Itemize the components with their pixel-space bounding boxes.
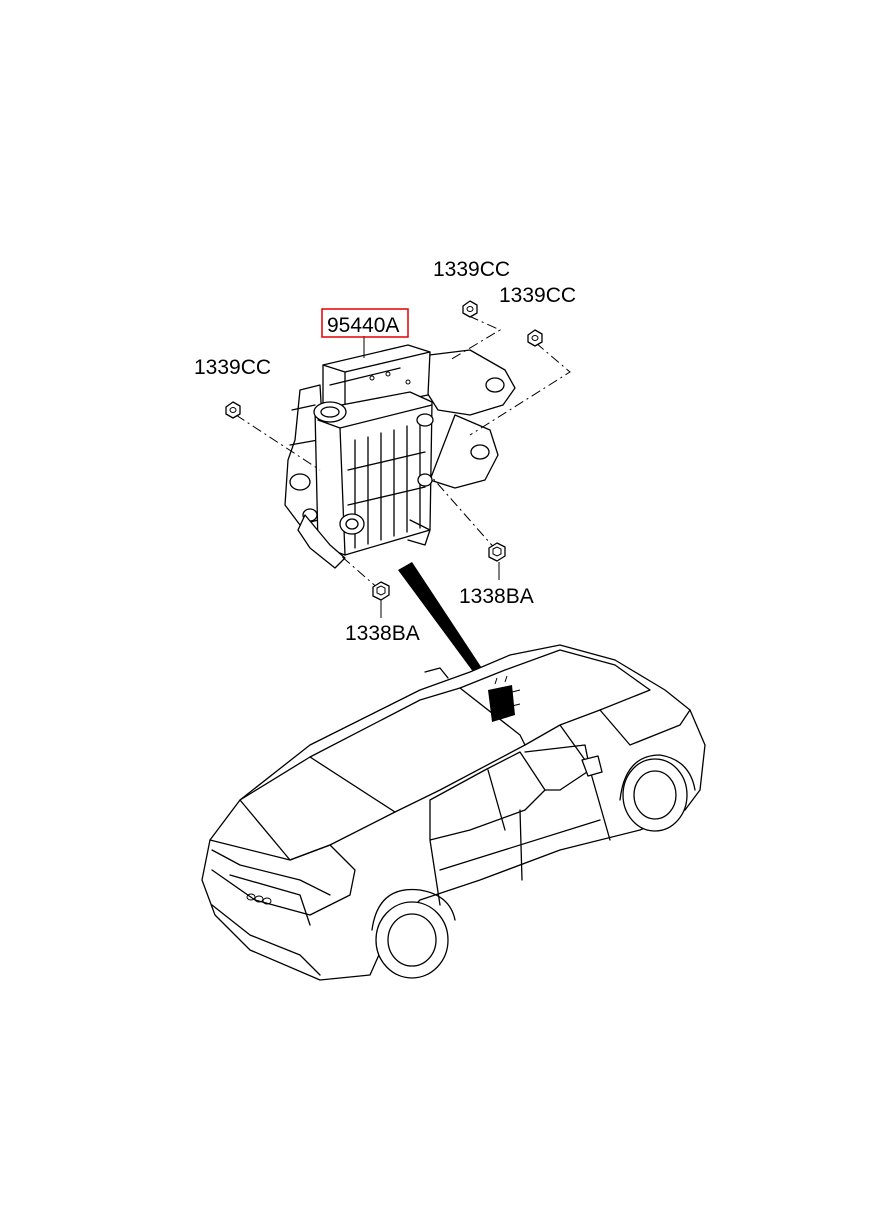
part-label-1338ba-bottom: 1338BA: [345, 622, 420, 645]
part-label-1338ba-right: 1338BA: [459, 585, 534, 608]
sedan-vehicle-icon: [201, 644, 706, 981]
part-label-95440a: 95440A: [327, 314, 399, 337]
bolt-icon: [488, 542, 506, 562]
part-number-highlight-box: [321, 308, 409, 338]
part-label-1339cc-right: 1339CC: [499, 284, 576, 307]
location-pointer-icon: [398, 562, 495, 692]
hex-nut-icon: [527, 329, 543, 347]
part-label-1339cc-top: 1339CC: [433, 258, 510, 281]
hex-nut-icon: [462, 300, 478, 318]
module-location-marker: [488, 675, 521, 722]
bolt-icon: [372, 581, 390, 601]
part-label-1339cc-left: 1339CC: [194, 356, 271, 379]
control-module-icon: [297, 344, 434, 569]
mounting-bracket-icon: [284, 349, 516, 526]
hex-nut-icon: [225, 401, 241, 419]
